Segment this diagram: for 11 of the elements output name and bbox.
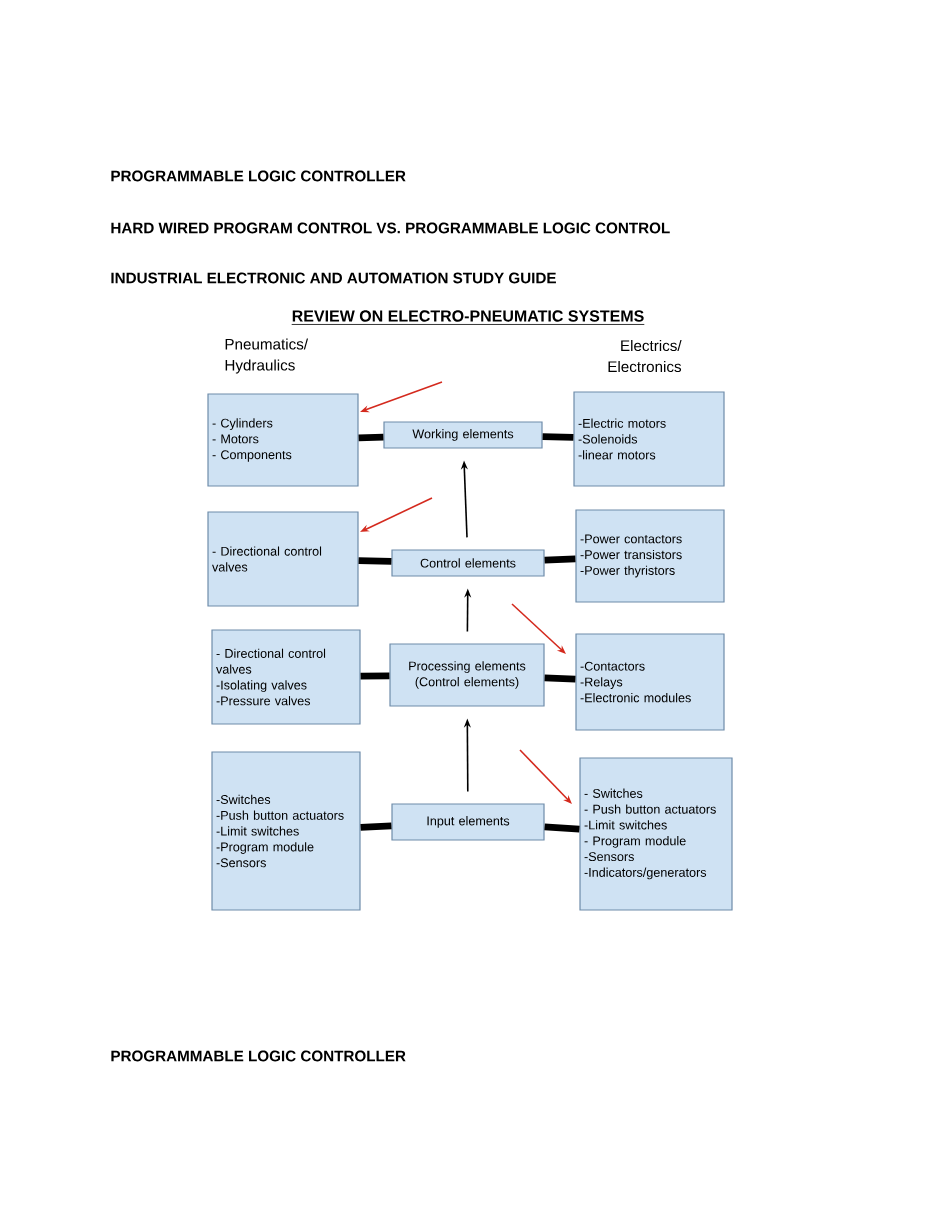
connector-line xyxy=(360,672,390,680)
pointer-arrow xyxy=(519,749,572,804)
connector-line xyxy=(358,433,384,442)
connector-line xyxy=(544,555,576,564)
connector-line xyxy=(542,433,574,441)
connector-line xyxy=(360,822,392,831)
connector-line xyxy=(544,674,576,683)
pointer-arrow xyxy=(511,603,566,654)
title: REVIEW ON ELECTRO-PNEUMATIC SYSTEMS xyxy=(291,310,645,325)
connector-line xyxy=(358,557,392,565)
connector-line xyxy=(544,823,580,833)
